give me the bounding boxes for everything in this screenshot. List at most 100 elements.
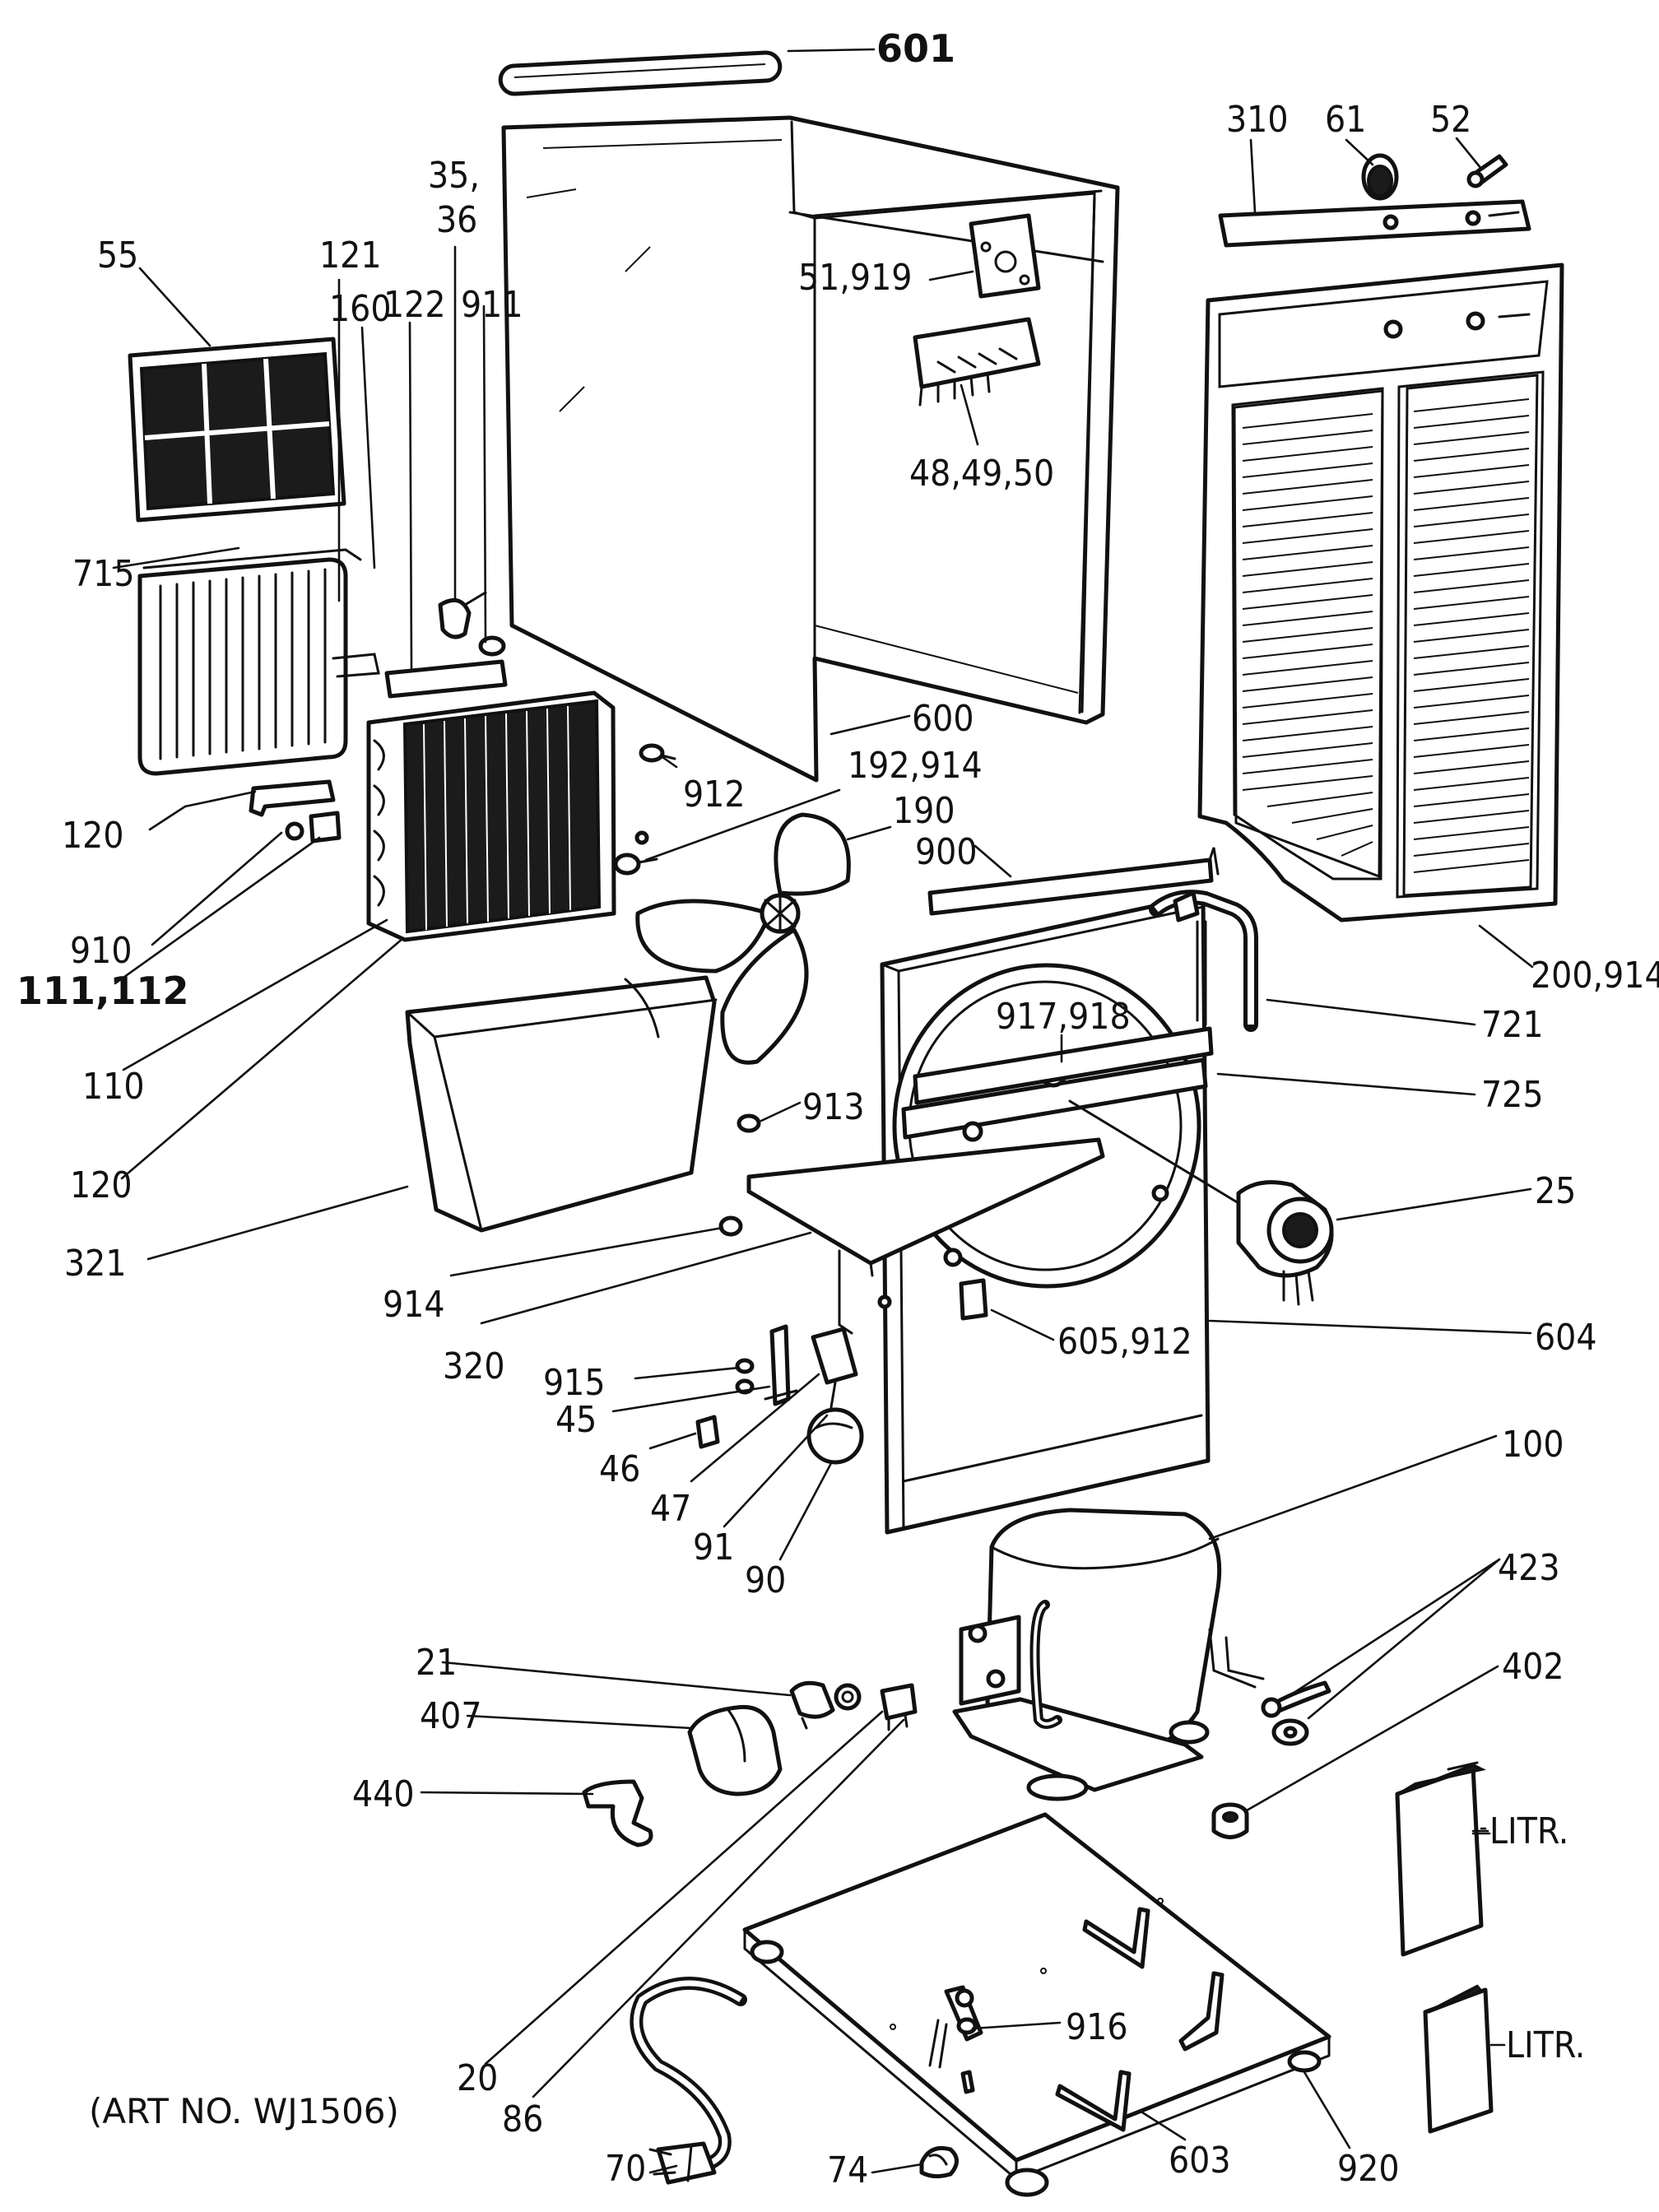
label-603: 603 <box>1169 2140 1231 2182</box>
screw-913 <box>737 1113 761 1133</box>
label-913: 913 <box>802 1086 865 1128</box>
label-35: 35, <box>428 155 480 197</box>
water-pan <box>405 975 718 1233</box>
label-200-914: 200,914 <box>1531 955 1659 997</box>
fan-nut <box>613 830 658 876</box>
label-100: 100 <box>1502 1424 1564 1466</box>
control-bracket <box>969 213 1041 299</box>
label-912: 912 <box>683 774 746 816</box>
label-915: 915 <box>543 1362 606 1404</box>
outer-cabinet <box>501 115 1120 783</box>
label-320: 320 <box>443 1345 505 1387</box>
brace-bar <box>913 1026 1214 1105</box>
label-111-112: 111,112 <box>16 969 189 1013</box>
cover-clamp <box>582 1779 653 1847</box>
leader-lines <box>112 48 1534 2174</box>
label-601: 601 <box>876 26 955 71</box>
label-122: 122 <box>383 284 446 326</box>
label-407: 407 <box>420 1695 482 1737</box>
label-46: 46 <box>599 1448 640 1490</box>
label-121: 121 <box>319 235 382 276</box>
screw-911 <box>478 635 506 657</box>
screw-914 <box>718 1215 743 1237</box>
label-914: 914 <box>383 1284 445 1326</box>
label-600: 600 <box>912 698 974 740</box>
control-strip <box>1218 199 1531 248</box>
screw-912 <box>639 743 676 763</box>
compressor <box>952 1508 1265 1801</box>
literature-booklet-2 <box>1423 1984 1494 2134</box>
grille-louvers <box>1242 398 1530 873</box>
label-725: 725 <box>1481 1074 1544 1116</box>
label-192-914: 192,914 <box>848 745 983 787</box>
label-52: 52 <box>1430 99 1471 141</box>
label-21: 21 <box>416 1642 457 1684</box>
front-grille <box>1197 263 1564 922</box>
label-110: 110 <box>82 1066 145 1108</box>
label-91: 91 <box>693 1527 734 1568</box>
terminal-cover <box>687 1704 783 1796</box>
rubber-grommet <box>1211 1802 1249 1839</box>
label-402: 402 <box>1502 1646 1564 1688</box>
label-160: 160 <box>329 288 392 330</box>
clamp-111-112 <box>309 811 342 843</box>
label-25: 25 <box>1535 1170 1576 1212</box>
top-rail <box>927 847 1220 916</box>
label-48-49-50: 48,49,50 <box>909 453 1054 495</box>
air-filter <box>128 337 346 523</box>
overload-protector <box>880 1683 918 1731</box>
drain-tray <box>746 1137 1105 1335</box>
label-120-left: 120 <box>62 815 124 857</box>
mounting-bracket <box>249 779 336 817</box>
label-90: 90 <box>745 1559 786 1601</box>
label-900: 900 <box>915 831 978 873</box>
label-604: 604 <box>1535 1317 1597 1359</box>
label-321: 321 <box>64 1243 127 1285</box>
evaporator-coil <box>137 548 380 776</box>
label-86: 86 <box>502 2098 543 2140</box>
control-knob <box>1361 153 1399 201</box>
base-pan <box>742 1812 1331 2197</box>
washer <box>1271 1718 1309 1746</box>
label-20: 20 <box>457 2057 498 2099</box>
power-cord <box>630 1977 747 2185</box>
label-910: 910 <box>70 930 132 972</box>
strain-relief <box>919 2145 959 2179</box>
label-190: 190 <box>893 790 955 832</box>
label-61: 61 <box>1325 99 1366 141</box>
switch-lever <box>1466 154 1508 188</box>
refrigerant-tubing <box>1149 890 1258 1032</box>
thermostat-clip <box>438 591 487 639</box>
label-55: 55 <box>97 235 138 276</box>
literature-booklet-1 <box>1395 1761 1486 1957</box>
condenser-coil <box>366 690 616 942</box>
label-440: 440 <box>352 1773 415 1815</box>
label-916: 916 <box>1066 2006 1128 2048</box>
label-litr-1: LITR. <box>1489 1810 1568 1852</box>
label-litr-2: LITR. <box>1506 2024 1585 2066</box>
label-423: 423 <box>1498 1547 1560 1589</box>
label-51-919: 51,919 <box>798 257 912 299</box>
cotter-pin <box>1261 1680 1331 1718</box>
label-920: 920 <box>1337 2148 1400 2190</box>
relay <box>789 1680 862 1730</box>
label-911: 911 <box>461 284 523 326</box>
label-917-918: 917,918 <box>996 996 1131 1038</box>
label-120-lower: 120 <box>70 1164 132 1206</box>
label-310: 310 <box>1226 99 1289 141</box>
art-number-caption: (ART NO. WJ1506) <box>89 2091 399 2131</box>
fan-motor <box>1068 1099 1334 1306</box>
fan-blade <box>635 812 851 1065</box>
terminal-board <box>913 317 1041 407</box>
part-labels: 601 310 61 52 35, 36 55 121 160 122 911 … <box>16 26 1659 2191</box>
screw-910 <box>285 821 304 841</box>
label-70: 70 <box>605 2148 646 2190</box>
label-715: 715 <box>72 553 135 595</box>
top-strip-122 <box>384 659 508 699</box>
label-45: 45 <box>555 1399 597 1441</box>
top-trim-strip <box>498 50 783 96</box>
label-721: 721 <box>1481 1004 1544 1046</box>
label-47: 47 <box>650 1488 691 1530</box>
label-74: 74 <box>827 2149 868 2191</box>
